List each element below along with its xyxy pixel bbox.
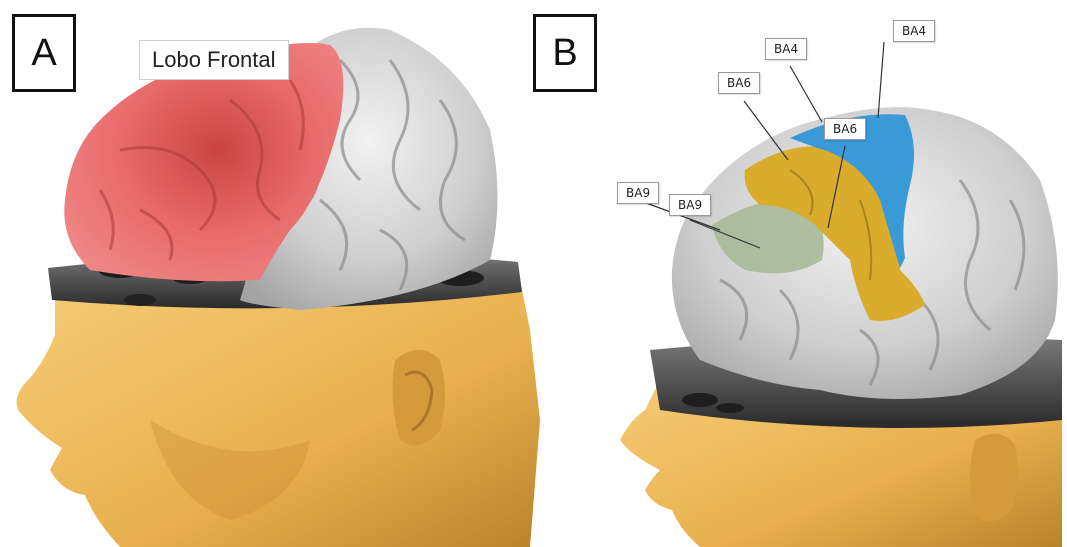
ear-b <box>970 434 1018 522</box>
ba9-label-left: BA9 <box>617 182 659 204</box>
ba4-label-right: BA4 <box>893 20 935 42</box>
ba4-label-left: BA4 <box>765 38 807 60</box>
ba9-label-right: BA9 <box>669 194 711 216</box>
panel-a-letter: A <box>12 14 76 92</box>
frontal-lobe-label: Lobo Frontal <box>139 40 289 80</box>
ba6-label-center: BA6 <box>824 118 866 140</box>
ear-a <box>392 350 445 446</box>
ba6-label-left: BA6 <box>718 72 760 94</box>
head-a <box>17 280 541 547</box>
panel-a-figure <box>17 28 541 547</box>
panel-b-letter: B <box>533 14 597 92</box>
